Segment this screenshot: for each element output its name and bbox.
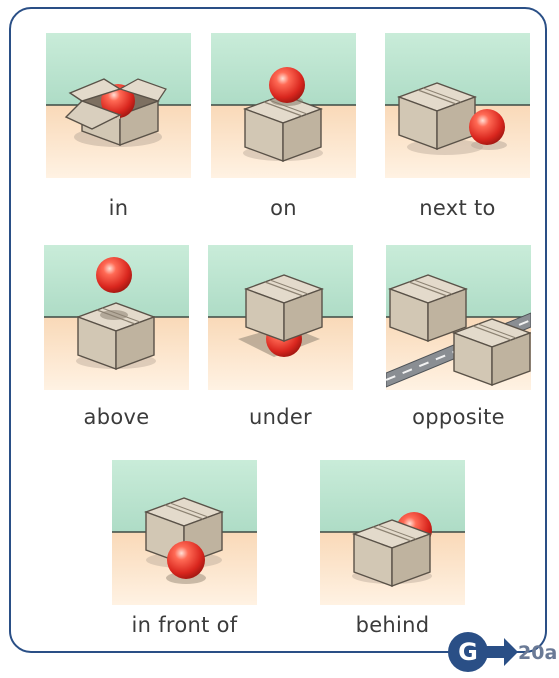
label-on: on <box>270 196 297 220</box>
scene-opposite <box>386 245 531 390</box>
scene-in <box>46 33 191 178</box>
label-above: above <box>83 405 150 429</box>
scene-in-front-of <box>112 460 257 605</box>
label-opposite: opposite <box>412 405 505 429</box>
label-in-front-of: in front of <box>131 613 238 637</box>
label-next-to: next to <box>419 196 496 220</box>
scene-next-to <box>385 33 530 178</box>
badge-letter: G <box>458 638 478 666</box>
label-in: in <box>108 196 129 220</box>
label-behind: behind <box>355 613 430 637</box>
scene-behind <box>320 460 465 605</box>
scene-on <box>211 33 356 178</box>
grammar-reference-icon: G <box>446 630 518 678</box>
label-under: under <box>248 405 312 429</box>
grammar-reference-number: 20a <box>518 642 558 664</box>
scene-under <box>208 245 353 390</box>
scene-above <box>44 245 189 390</box>
